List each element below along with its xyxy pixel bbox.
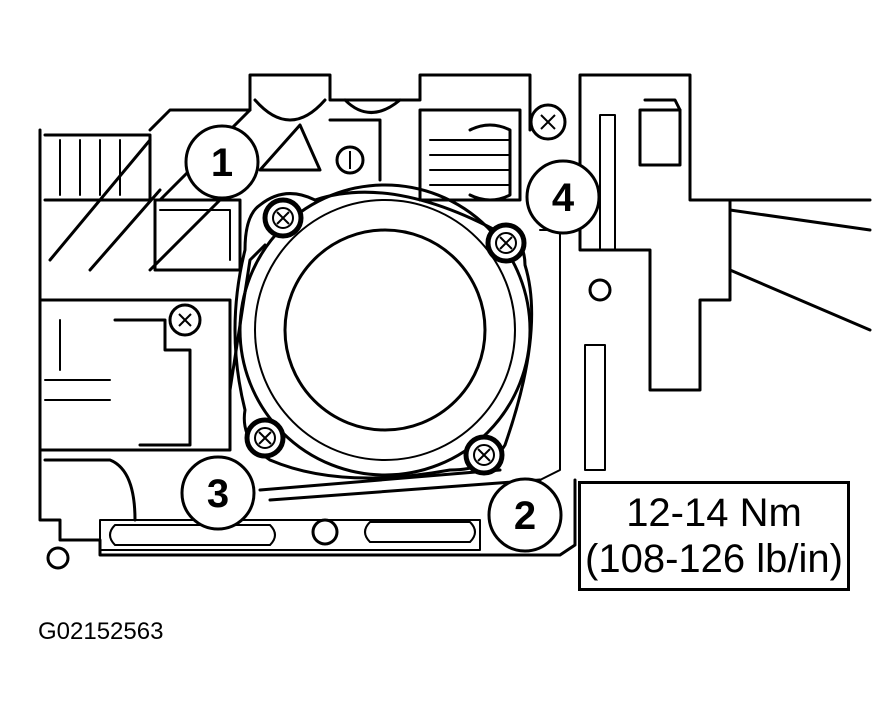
figure-id: G02152563 <box>38 618 164 645</box>
left-detail-lines <box>44 319 111 401</box>
callout-circle-4 <box>525 159 601 235</box>
callout-circle-2 <box>487 477 563 553</box>
right-arm-lines <box>728 198 872 332</box>
top-right-bolt <box>529 103 567 141</box>
left-web-inner <box>159 209 231 261</box>
cover-bolts <box>168 103 567 476</box>
lower-right-slot <box>584 344 606 471</box>
hole-bottom-left <box>46 546 70 570</box>
seal-outer-ring <box>238 183 532 477</box>
seal-inner-ring <box>283 228 487 432</box>
seal-middle-ring <box>254 199 516 461</box>
torque-metric: 12-14 Nm <box>626 491 802 535</box>
hole-bottom <box>311 518 339 546</box>
top-dome-2 <box>343 98 402 114</box>
valve-spool-end <box>468 123 512 202</box>
hole-right <box>588 278 612 302</box>
left-lower-notch <box>43 458 137 522</box>
callout-circle-3 <box>180 455 256 531</box>
bracket-bolt <box>168 303 202 337</box>
bottom-slot-1 <box>109 524 276 546</box>
bottom-bar <box>99 519 481 551</box>
valve-spool <box>429 139 511 186</box>
callout-label-3: 3 <box>207 472 229 516</box>
bottom-slot-2 <box>364 521 476 543</box>
callout-label-2: 2 <box>514 494 536 538</box>
bolt-2 <box>463 434 505 476</box>
lower-right-channel <box>539 229 561 481</box>
top-triangle-1 <box>258 123 322 172</box>
right-block <box>638 108 682 167</box>
right-plate <box>578 73 732 392</box>
torque-imperial: (108-126 lb/in) <box>585 537 843 581</box>
callout-circle-1 <box>184 124 260 200</box>
right-slot <box>599 114 616 251</box>
housing-top-edge <box>148 73 532 132</box>
left-diagonal-ribs <box>48 108 252 272</box>
diagonal-base-lines <box>258 468 542 502</box>
left-lower-bracket <box>113 318 192 447</box>
bolt-3 <box>244 417 286 459</box>
left-rib-2 <box>59 139 121 196</box>
bolt-4 <box>485 222 527 264</box>
valve-body-block <box>418 108 522 202</box>
torque-spec-box: 12-14 Nm (108-126 lb/in) <box>578 481 850 591</box>
callout-label-4: 4 <box>552 176 575 220</box>
left-rib-1 <box>43 133 152 202</box>
bolt-1 <box>262 197 304 239</box>
top-dome <box>253 98 327 122</box>
top-triangle-2 <box>328 118 382 182</box>
top-center-bolt <box>335 145 365 175</box>
left-lower-block <box>38 298 232 452</box>
callout-label-1: 1 <box>211 141 233 185</box>
right-block-top <box>643 98 682 112</box>
